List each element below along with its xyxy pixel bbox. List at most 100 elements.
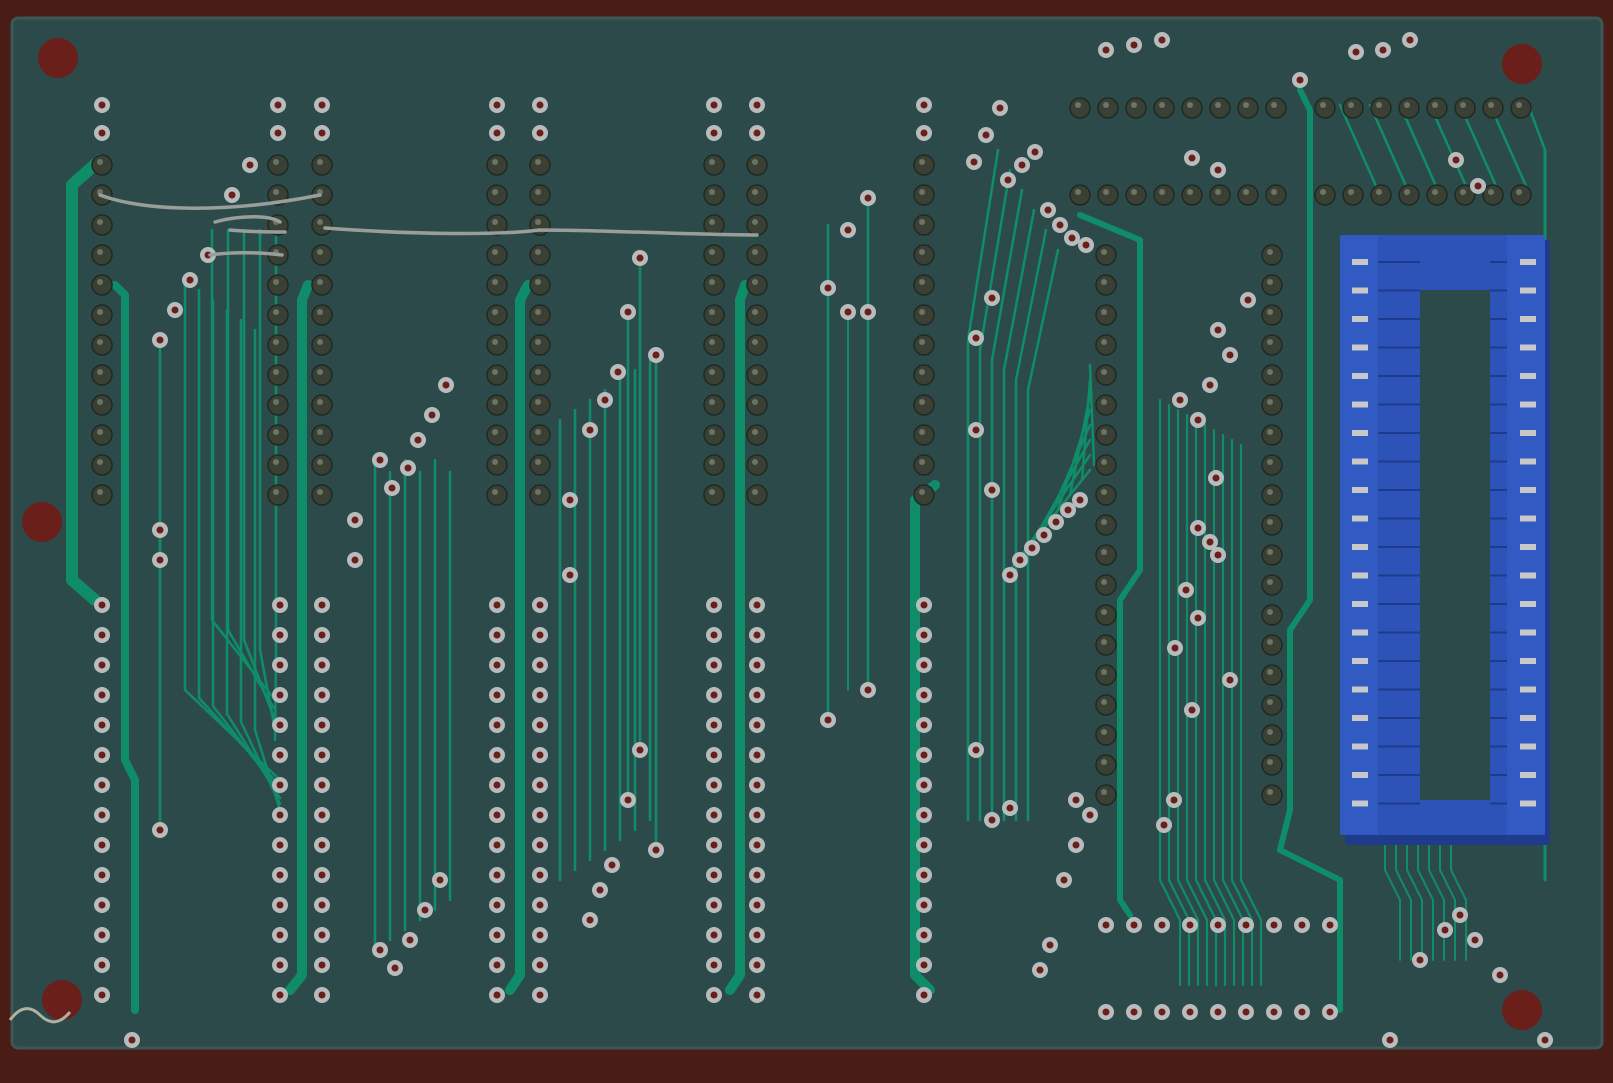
solder-joint [1261, 724, 1283, 746]
pad-hole [824, 716, 832, 724]
pad-hole [1214, 166, 1222, 174]
trace [505, 280, 533, 995]
socket-pin [1520, 373, 1536, 379]
solder-joint [267, 154, 289, 176]
pad-hole [920, 631, 928, 639]
trace [1026, 248, 1060, 822]
solder-highlight [1267, 759, 1273, 765]
solder-joint [703, 454, 725, 476]
solder-joint [703, 244, 725, 266]
pad-hole [536, 691, 544, 699]
solder-joint [1482, 97, 1504, 119]
solder-highlight [1187, 102, 1193, 108]
solder-highlight [1376, 189, 1382, 195]
pad-hole [1194, 614, 1202, 622]
solder-highlight [1267, 369, 1273, 375]
trace [1488, 103, 1532, 197]
trace [1077, 212, 1143, 918]
trace [1239, 443, 1263, 987]
solder-joint [486, 364, 508, 386]
solder-highlight [1267, 639, 1273, 645]
solder-highlight [273, 459, 279, 465]
solder-joint [529, 484, 551, 506]
pad-hole [493, 781, 501, 789]
socket-pin [1352, 601, 1368, 607]
socket-pin [1352, 572, 1368, 579]
pad-hole [493, 901, 501, 909]
solder-joint [1095, 754, 1117, 776]
solder-joint [529, 244, 551, 266]
pad-hole [536, 631, 544, 639]
pad-hole [1296, 76, 1304, 84]
socket-pin [1520, 316, 1536, 322]
solder-highlight [919, 489, 925, 495]
solder-highlight [919, 459, 925, 465]
pad-hole [652, 846, 660, 854]
pad-hole [1242, 921, 1250, 929]
solder-joint [1510, 184, 1532, 206]
solder-joint [1482, 184, 1504, 206]
jumper-wires [98, 193, 759, 257]
solder-joint [703, 364, 725, 386]
pad-hole [920, 721, 928, 729]
trace [1528, 108, 1547, 152]
solder-joint [267, 274, 289, 296]
pad-hole [276, 601, 284, 609]
pad-hole [493, 691, 501, 699]
solder-highlight [919, 429, 925, 435]
pad-hole [1004, 176, 1012, 184]
solder-highlight [1101, 309, 1107, 315]
pad-hole [636, 254, 644, 262]
solder-joint [529, 424, 551, 446]
pad-hole [276, 811, 284, 819]
solder-highlight [317, 429, 323, 435]
pad-hole [536, 901, 544, 909]
pad-hole [493, 991, 501, 999]
pad-hole [1214, 551, 1222, 559]
pad-hole [276, 661, 284, 669]
solder-highlight [919, 159, 925, 165]
wire-stub [8, 1007, 72, 1024]
solder-joint [1454, 97, 1476, 119]
trace [1417, 829, 1434, 961]
pad-hole [1206, 538, 1214, 546]
solder-joint [91, 154, 113, 176]
pad-hole [1379, 46, 1387, 54]
solder-joint [311, 484, 333, 506]
pad-hole [1170, 796, 1178, 804]
solder-joint [1398, 97, 1420, 119]
mounting-hole [22, 502, 62, 542]
pad-hole [1214, 1008, 1222, 1016]
solder-joint [1097, 97, 1119, 119]
pad-hole [1206, 381, 1214, 389]
solder-highlight [1101, 639, 1107, 645]
solder-joint [913, 214, 935, 236]
socket-window [1420, 290, 1490, 800]
solder-joint [529, 454, 551, 476]
solder-highlight [492, 399, 498, 405]
pad-hole [376, 456, 384, 464]
pad-hole [996, 104, 1004, 112]
pad-hole [1046, 941, 1054, 949]
pad-hole [710, 631, 718, 639]
solder-highlight [752, 429, 758, 435]
solder-joint [1261, 664, 1283, 686]
pad-hole [1298, 1008, 1306, 1016]
solder-highlight [273, 399, 279, 405]
solder-joint [486, 484, 508, 506]
pad-hole [753, 841, 761, 849]
solder-highlight [535, 309, 541, 315]
pad-hole [493, 721, 501, 729]
pad-hole [753, 721, 761, 729]
pad-hole [1194, 524, 1202, 532]
solder-joint [746, 154, 768, 176]
trace [253, 328, 282, 812]
solder-highlight [535, 339, 541, 345]
solder-highlight [1267, 549, 1273, 555]
solder-highlight [709, 279, 715, 285]
solder-highlight [492, 489, 498, 495]
pad-hole [421, 906, 429, 914]
solder-highlight [535, 279, 541, 285]
pad-hole [624, 796, 632, 804]
